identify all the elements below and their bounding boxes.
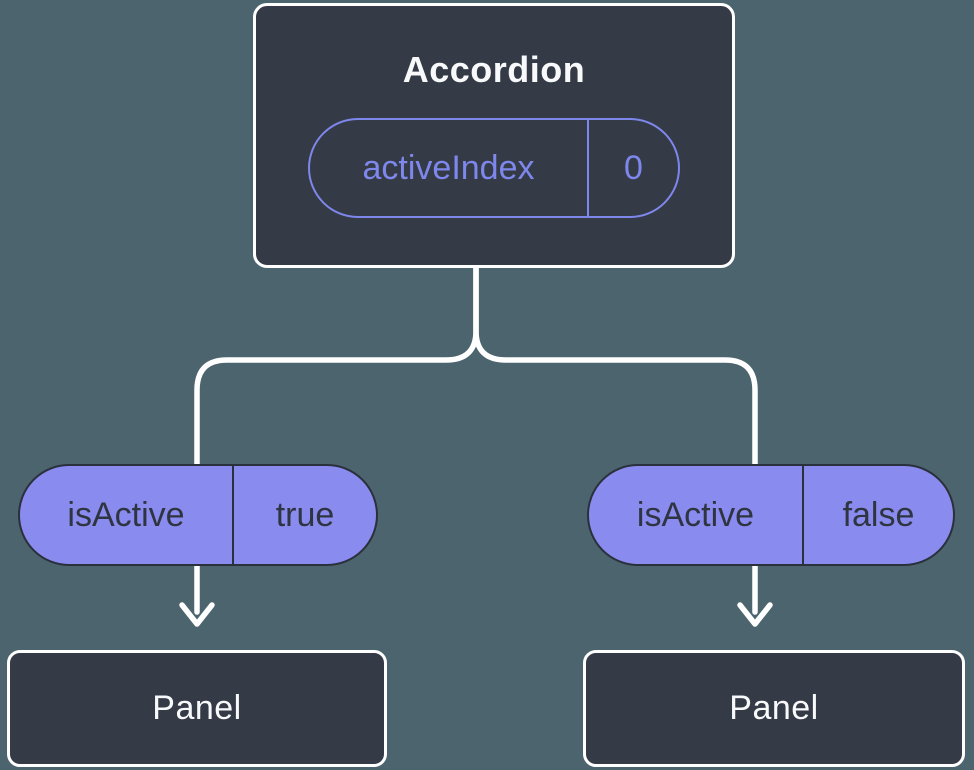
prop-pill-value: true <box>232 466 376 564</box>
node-panel-left: Panel <box>7 650 387 767</box>
prop-pill-isactive-true: isActive true <box>18 464 378 566</box>
state-pill-value: 0 <box>587 120 678 216</box>
prop-pill-name: isActive <box>636 495 755 534</box>
node-panel-right: Panel <box>583 650 965 767</box>
prop-pill-isactive-false: isActive false <box>587 464 955 566</box>
panel-node-title: Panel <box>729 689 819 727</box>
state-pill-name: activeIndex <box>362 148 535 187</box>
arrowhead-down-left-icon <box>179 602 215 627</box>
arrowhead-down-right-icon <box>737 602 773 627</box>
prop-pill-value: false <box>802 466 953 564</box>
connector-branch-right <box>473 263 758 615</box>
prop-pill-name: isActive <box>67 495 185 534</box>
state-pill-activeindex: activeIndex 0 <box>308 118 680 218</box>
node-accordion: Accordion activeIndex 0 <box>253 3 735 268</box>
panel-node-title: Panel <box>152 689 242 727</box>
accordion-node-title: Accordion <box>402 49 586 90</box>
connector-branch-left <box>194 263 479 615</box>
